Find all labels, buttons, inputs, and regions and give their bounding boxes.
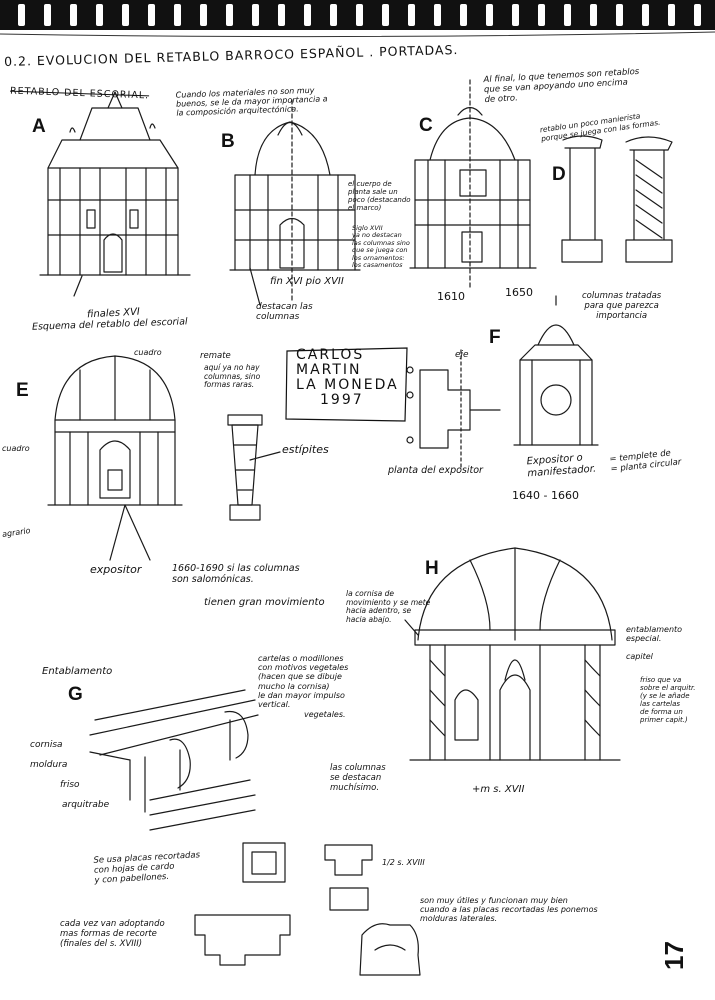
sketch-b-retablo [229,99,361,301]
note-cornisa: la cornisa de movimiento y se mete hacia… [346,589,431,624]
note-expositor-e: expositor [90,563,142,576]
note-final: Al final, lo que tenemos son retablos qu… [483,66,640,105]
note-friso: friso que va sobre el arquitr. (y se le … [640,676,696,725]
note-cartelas: cartelas o modillones con motivos vegeta… [258,654,349,709]
note-adoptando: cada vez van adoptando mas formas de rec… [60,919,165,949]
note-intro: Cuando los materiales no son muy buenos,… [175,85,328,119]
note-entablamento-g: Entablamento [42,666,113,677]
sketch-h-retablo [409,547,621,761]
note-remate-description: aquí ya no hay columnas, sino formas rar… [204,363,261,390]
note-destacan-columnas: destacan las columnas [256,302,313,323]
note-year-1650: 1650 [505,286,533,299]
figure-label-h: H [425,558,439,579]
author-line-3: LA MONEDA [296,377,399,393]
note-siglo-xvii-h: +m s. XVII [472,784,525,795]
author-line-4: 1997 [320,392,364,408]
note-movimiento: tienen gran movimiento [204,597,325,608]
spiral-binding [0,0,715,38]
sketch-a-escorial-retablo [39,91,191,276]
note-utiles: son muy útiles y funcionan muy bien cuan… [420,896,598,924]
note-columnas-tratadas: columnas tratadas para que parezca impor… [582,291,662,321]
figure-label-e: E [16,380,29,401]
figure-label-d: D [552,164,566,185]
sketch-c-retablo [409,79,537,291]
note-cuerpo-planta: el cuerpo de planta sale un poco (destac… [348,180,411,213]
note-year-1610: 1610 [437,290,465,303]
note-expositor-f: Expositor o manifestador. [526,452,597,479]
note-manierista: retablo un poco manierista porque se jue… [539,111,661,143]
note-placas: Se usa placas recortadas con hojas de ca… [93,850,201,886]
author-name: CARLOS MARTIN LA MONEDA 1997 [296,348,406,408]
figure-label-b: B [221,131,235,152]
author-stamp-frame [285,347,408,422]
sketch-g-entablature [89,689,259,831]
note-siglo-xvii: Siglo XVII ya no destacan las columnas s… [352,224,410,270]
figure-label-f: F [489,327,501,348]
author-line-2: MARTIN [296,362,362,378]
figure-label-a: A [32,116,46,137]
note-cuadro: cuadro [134,348,162,357]
label-moldura: moldura [30,760,68,770]
note-templete: = templete de = planta circular [609,448,682,475]
label-arquitrabe: arquitrabe [62,800,110,810]
note-capitel: capitel [626,652,653,661]
page-number: 17 [658,941,689,970]
note-entablamento-h: entablamento especial. [626,625,683,644]
note-columnas-h: las columnas se destacan muchísimo. [330,763,386,793]
note-remate: remate [200,351,231,361]
figure-label-g: G [68,684,83,705]
author-line-1: CARLOS [296,347,365,363]
sketch-f-expositor [406,295,599,471]
note-year-1640-1660: 1640 - 1660 [512,489,579,502]
note-half-xviii: 1/2 s. XVIII [382,858,425,867]
note-cuadro-left: cuadro [2,444,30,453]
note-agrario: agrario [1,526,32,539]
note-fin-xvi: fin XVI pio XVII [270,276,344,287]
page-title: 0.2. EVOLUCION DEL RETABLO BARROCO ESPAÑ… [3,42,459,69]
label-cornisa: cornisa [30,740,63,750]
figure-label-c: C [419,115,433,136]
label-friso: friso [60,780,80,790]
note-planta-expositor: planta del expositor [388,465,483,476]
sketch-estipite [227,414,263,521]
note-eje: eje [455,350,469,360]
sketch-d-columns [561,135,673,263]
note-vegetales: vegetales. [304,710,346,719]
note-salomonicas: 1660-1690 si las columnas son salomónica… [172,563,300,585]
sketch-e-retablo [47,355,183,506]
note-estipites: estípites [282,443,329,456]
note-esquema: Esquema del retablo del escorial [31,316,188,333]
page-subtitle: RETABLO DEL ESCORIAL. [9,85,150,102]
